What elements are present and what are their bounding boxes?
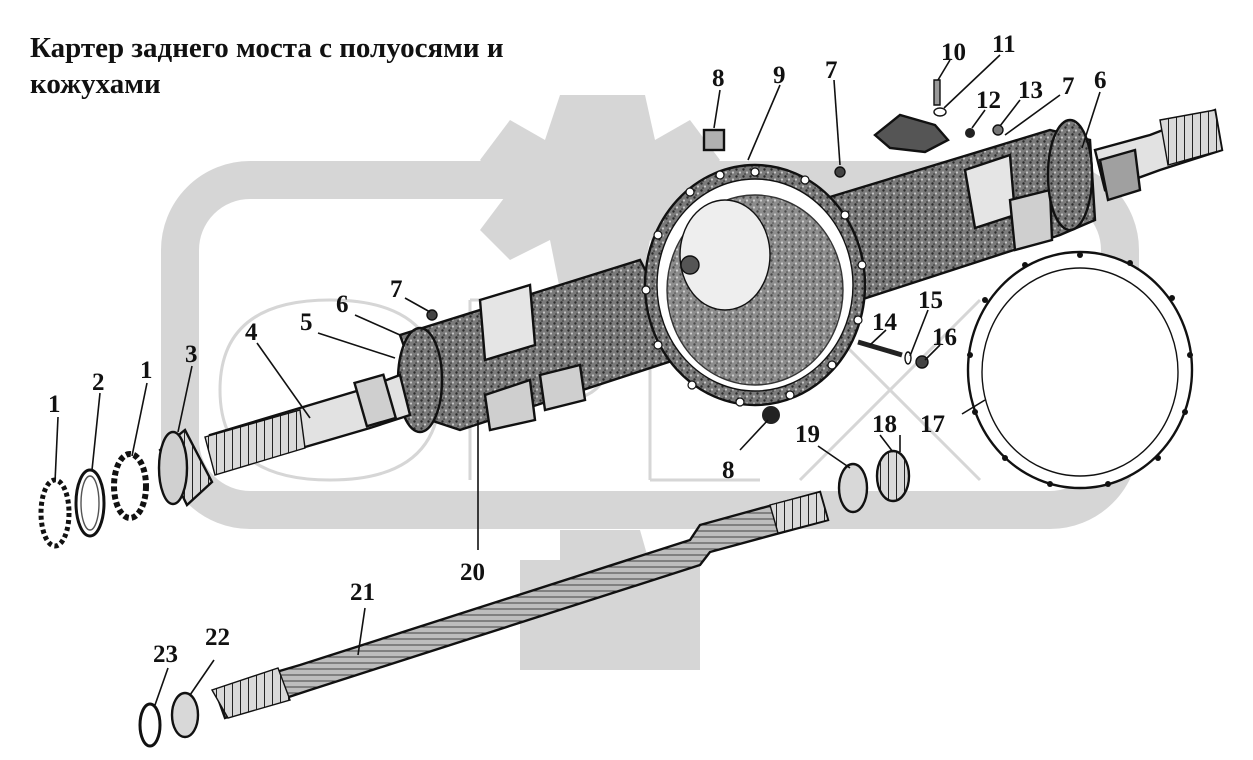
callout-17: 17	[920, 411, 945, 438]
callout-11: 11	[992, 31, 1016, 58]
callout-21: 21	[350, 579, 375, 606]
callout-8b: 8	[722, 457, 735, 484]
callout-4: 4	[245, 319, 258, 346]
callout-6a: 6	[336, 291, 349, 318]
callout-6b: 6	[1094, 67, 1107, 94]
callout-13: 13	[1018, 77, 1043, 104]
callout-23: 23	[153, 641, 178, 668]
title-line-1: Картер заднего моста с полуосями и	[30, 32, 504, 64]
callout-7b: 7	[825, 57, 838, 84]
callout-5: 5	[300, 309, 313, 336]
half-shaft-21	[210, 490, 830, 720]
right-axle-end	[1093, 108, 1224, 202]
left-axle-end	[204, 373, 412, 476]
callout-1b: 1	[140, 357, 153, 384]
callout-19: 19	[795, 421, 820, 448]
callout-22: 22	[205, 624, 230, 651]
callout-18: 18	[872, 411, 897, 438]
diagram-title: Картер заднего моста с полуосями и кожух…	[30, 30, 650, 102]
title-line-2: кожухами	[30, 68, 161, 100]
callout-15: 15	[918, 287, 943, 314]
callout-3: 3	[185, 341, 198, 368]
small-parts	[38, 79, 1004, 748]
callout-7c: 7	[1062, 73, 1075, 100]
callout-20: 20	[460, 559, 485, 586]
axle-housing	[396, 118, 1097, 434]
callout-8a: 8	[712, 65, 725, 92]
callout-16: 16	[932, 324, 957, 351]
cover-gasket-17	[966, 250, 1194, 490]
callout-7a: 7	[390, 276, 403, 303]
callout-labels: 1 2 1 3 4 5 6 7 8 9 7 10 11 12 13 7 6 14…	[48, 31, 1107, 668]
callout-2: 2	[92, 369, 105, 396]
callout-12: 12	[976, 87, 1001, 114]
leader-lines	[54, 54, 1101, 706]
callout-1a: 1	[48, 391, 61, 418]
callout-9: 9	[773, 62, 786, 89]
callout-10: 10	[941, 39, 966, 66]
callout-14: 14	[872, 309, 898, 336]
